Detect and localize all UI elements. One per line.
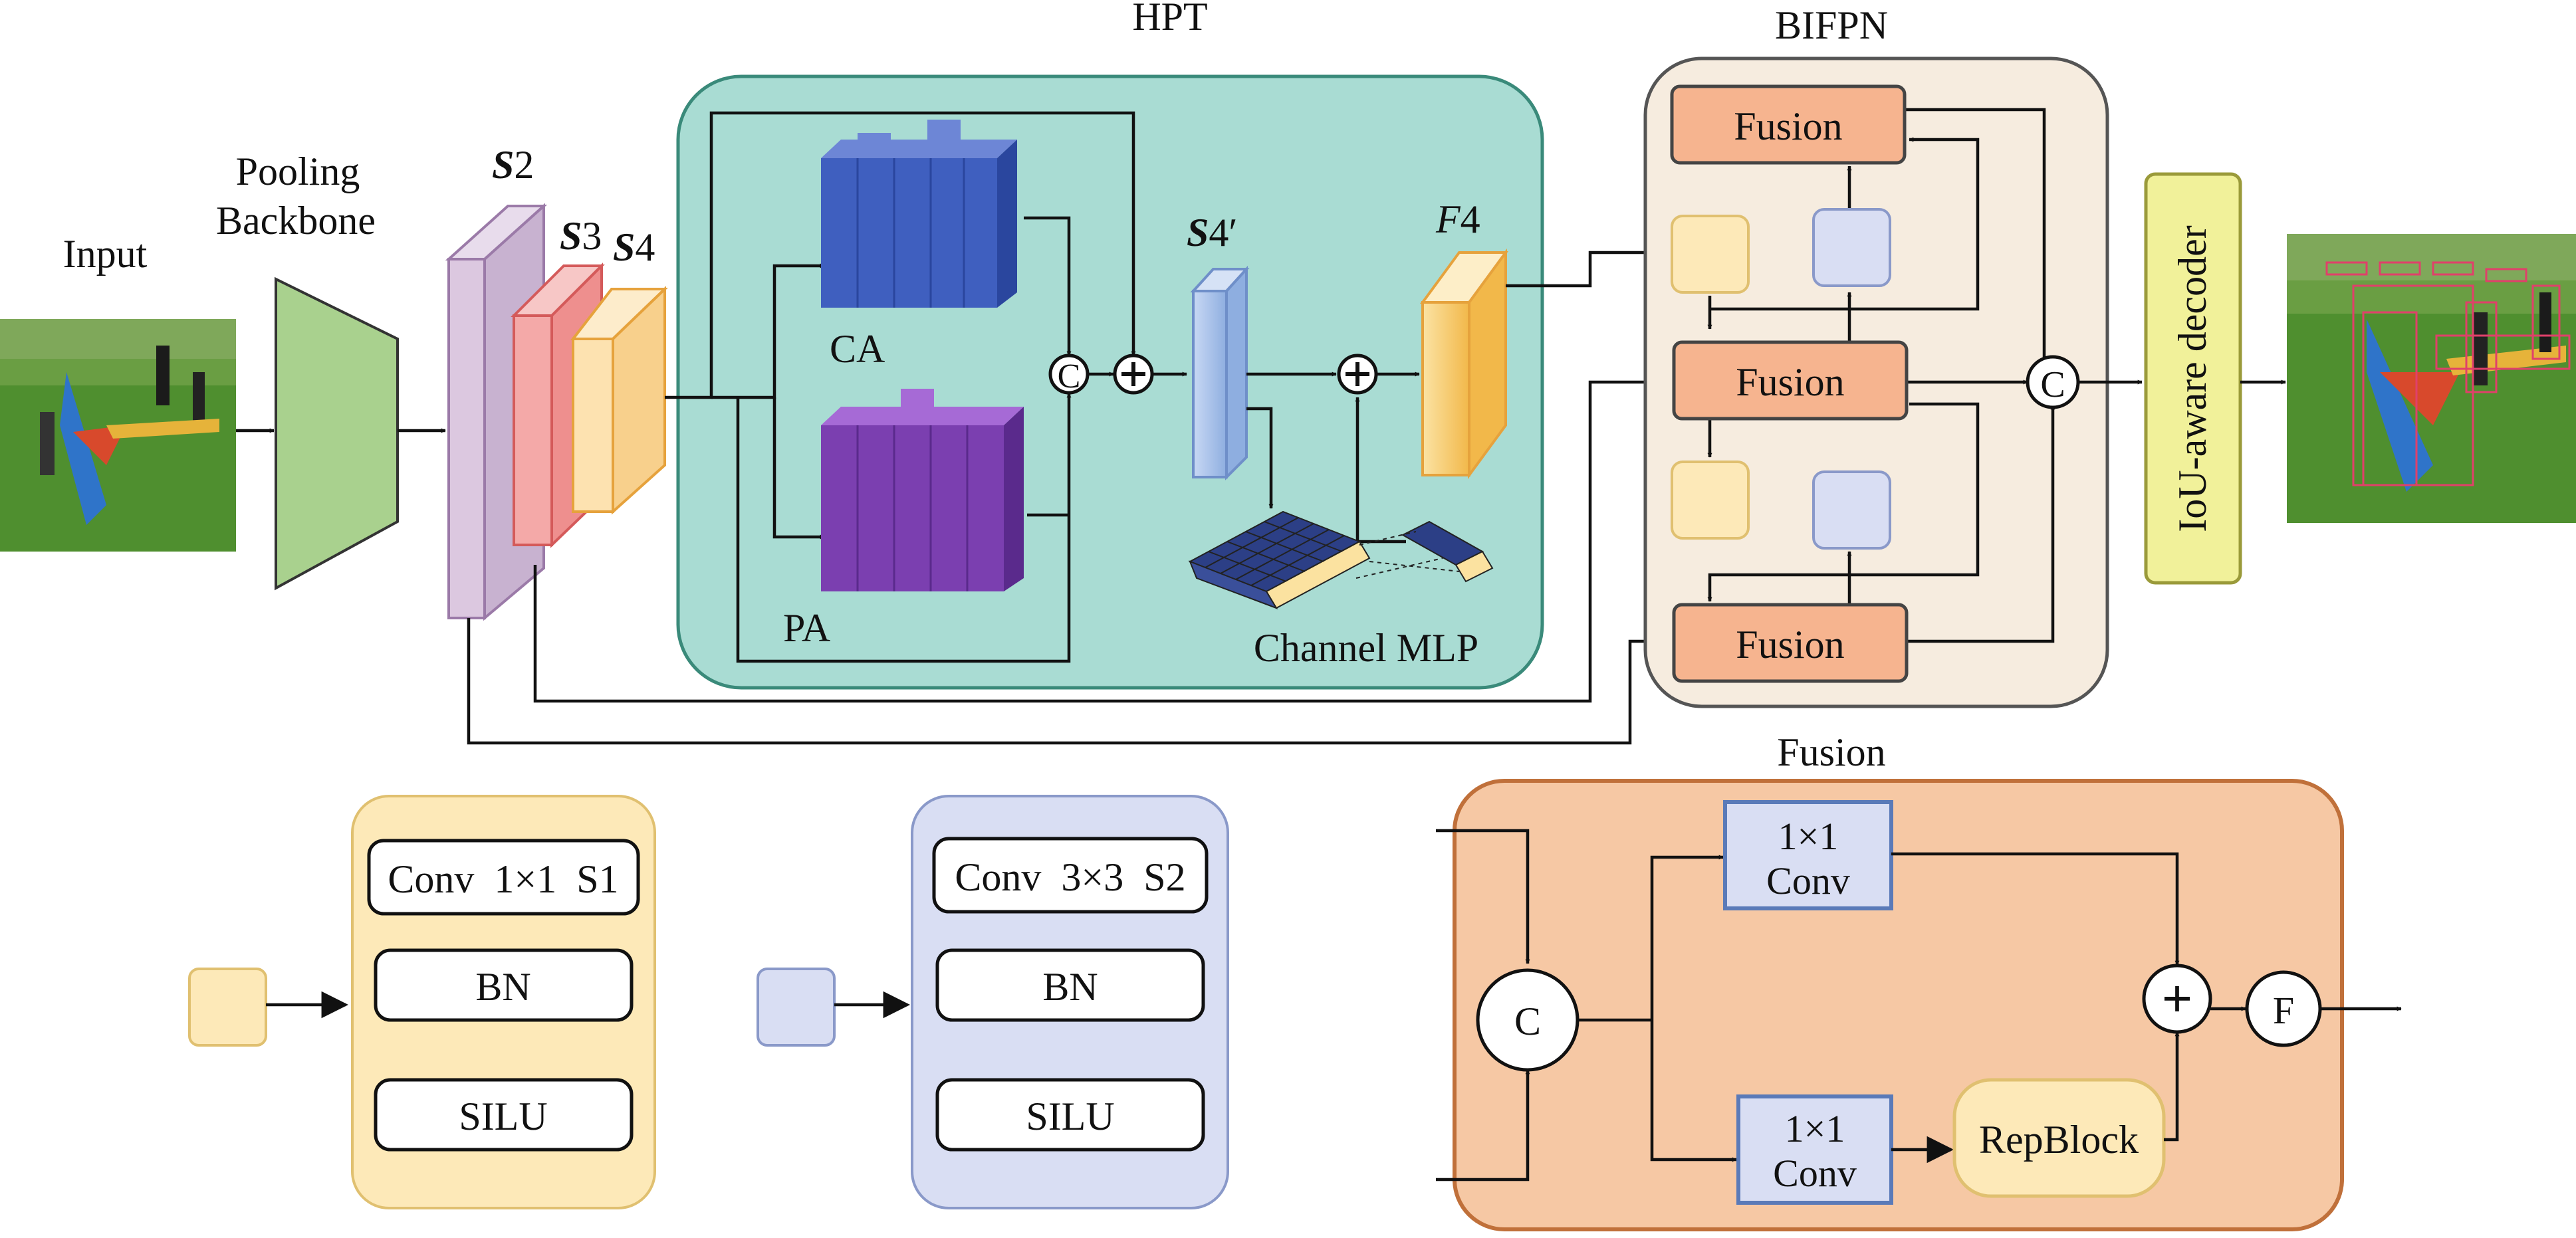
bifpn-fusion-middle: Fusion — [1672, 340, 1909, 421]
fusion-bottom-label: Fusion — [1736, 623, 1844, 667]
hpt-panel — [676, 74, 1544, 690]
fusion-conv-top-line2: Conv — [1766, 859, 1850, 902]
bifpn-blue-block-2 — [1812, 470, 1891, 550]
s3-label: S3 — [560, 214, 602, 258]
legend-blue-layer-3: SILU — [1026, 1094, 1114, 1138]
legend-yellow-layer-3: SILU — [459, 1094, 547, 1138]
s4-prime-feature — [1190, 265, 1250, 480]
legend-yellow-block: Conv 1×1 S1 BN SILU — [351, 795, 656, 1209]
hpt-title: HPT — [1132, 0, 1207, 39]
ca-label: CA — [830, 327, 885, 371]
bifpn-concat-label: C — [2040, 364, 2065, 405]
bifpn-fusion-top: Fusion — [1670, 84, 1907, 165]
backbone-label-line1: Pooling — [236, 150, 360, 193]
fusion-conv-top-line1: 1×1 — [1778, 815, 1839, 858]
fusion-detail-repblock: RepBlock — [1952, 1078, 2166, 1198]
pa-attention-bars — [821, 389, 1024, 591]
hpt-add-node-2 — [1337, 354, 1378, 395]
legend-yellow-small — [188, 968, 267, 1047]
fusion-conv-bottom-line1: 1×1 — [1785, 1107, 1845, 1150]
hpt-concat-label: C — [1058, 358, 1081, 395]
fusion-detail-add: + — [2142, 964, 2212, 1034]
fusion-repblock-label: RepBlock — [1979, 1118, 2139, 1162]
legend-blue-layer-2: BN — [1042, 965, 1098, 1009]
pa-label: PA — [783, 606, 830, 650]
s4-feature — [570, 286, 668, 515]
s4-label: S4 — [613, 225, 655, 269]
fusion-detail-conv-top: 1×1 Conv — [1723, 800, 1893, 910]
f4-feature — [1420, 248, 1508, 480]
backbone-label-line2: Backbone — [216, 199, 376, 243]
fusion-add-label: + — [2162, 968, 2193, 1029]
fusion-detail-conv-bottom: 1×1 Conv — [1736, 1094, 1893, 1205]
iou-aware-decoder — [2144, 172, 2242, 585]
fusion-detail-concat-label: C — [1514, 999, 1541, 1043]
pooling-backbone — [275, 276, 399, 591]
hpt-add-node — [1113, 354, 1154, 395]
ca-attention-bars — [821, 120, 1017, 308]
decoder-label: IoU-aware decoder — [2170, 225, 2214, 532]
input-image — [0, 319, 236, 552]
fusion-detail-title: Fusion — [1777, 730, 1885, 774]
bifpn-title: BIFPN — [1775, 3, 1888, 47]
f4-label: F4 — [1435, 197, 1480, 241]
s2-label: S2 — [492, 143, 534, 187]
bifpn-yellow-block-2 — [1671, 461, 1750, 540]
bifpn-fusion-bottom: Fusion — [1672, 603, 1909, 683]
output-image — [2287, 234, 2576, 523]
fusion-conv-bottom-line2: Conv — [1773, 1152, 1857, 1195]
channel-mlp-grid — [1188, 510, 1494, 609]
s4-prime-label: S4′ — [1187, 211, 1238, 255]
input-label: Input — [63, 232, 148, 276]
legend-blue-block: Conv 3×3 S2 BN SILU — [911, 795, 1229, 1209]
fusion-middle-label: Fusion — [1736, 360, 1844, 404]
bifpn-yellow-block-1 — [1671, 215, 1750, 294]
legend-yellow-layer-1: Conv 1×1 S1 — [388, 857, 618, 901]
fusion-output-label: F — [2273, 989, 2294, 1032]
legend-yellow-layer-2: BN — [475, 965, 530, 1009]
legend-blue-layer-1: Conv 3×3 S2 — [955, 855, 1185, 899]
channel-mlp-label: Channel MLP — [1254, 626, 1478, 670]
fusion-top-label: Fusion — [1734, 104, 1842, 148]
legend-blue-small — [757, 968, 836, 1047]
bifpn-blue-block-1 — [1812, 208, 1891, 287]
